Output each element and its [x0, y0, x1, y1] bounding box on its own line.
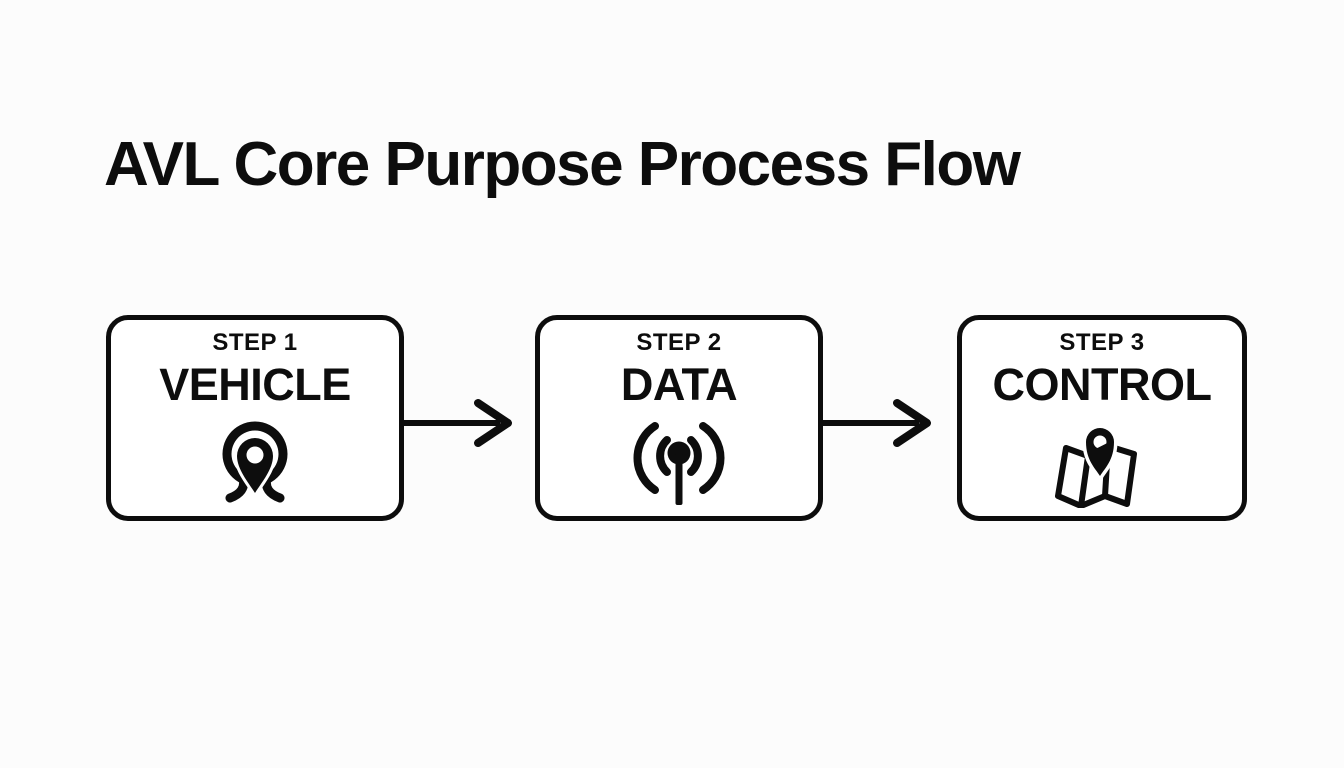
step-name: DATA	[620, 358, 738, 410]
location-pin-ring-icon	[211, 412, 299, 516]
step-name: VEHICLE	[159, 358, 351, 410]
flow-step-data: STEP 2 DATA	[535, 315, 823, 521]
step-name: CONTROL	[992, 358, 1212, 410]
flow-step-vehicle: STEP 1 VEHICLE	[106, 315, 404, 521]
arrow-right-icon	[823, 399, 931, 447]
flow-step-control: STEP 3 CONTROL	[957, 315, 1247, 521]
step-number-label: STEP 2	[636, 329, 722, 356]
broadcast-antenna-icon	[631, 412, 727, 516]
arrow-right-icon	[404, 399, 512, 447]
step-number-label: STEP 1	[212, 329, 298, 356]
page-title: AVL Core Purpose Process Flow	[104, 130, 1021, 199]
map-with-pin-icon	[1050, 412, 1154, 516]
step-number-label: STEP 3	[1059, 329, 1145, 356]
